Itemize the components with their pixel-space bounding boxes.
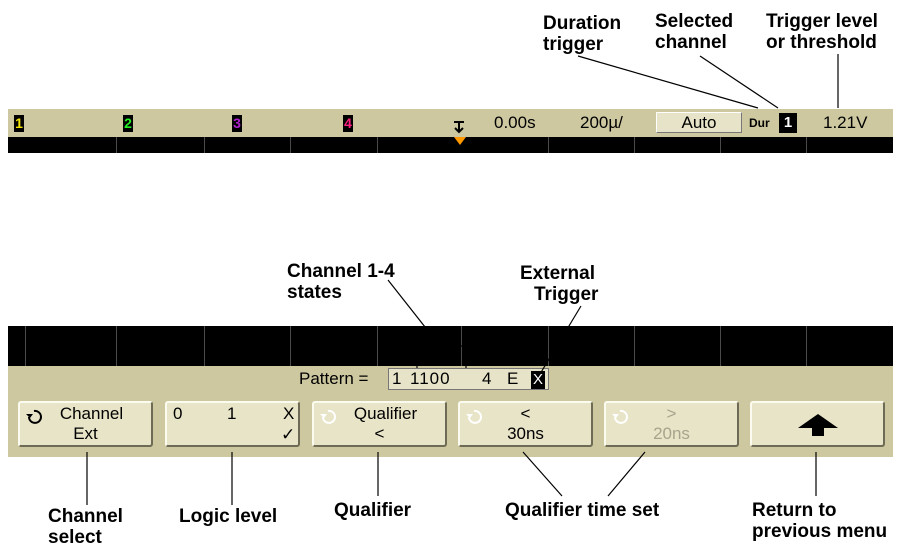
grid-line: [377, 137, 378, 153]
callout-line: states: [287, 282, 342, 303]
callout-logic-level: Logic level: [179, 506, 277, 527]
callout-line: Trigger level: [766, 11, 878, 32]
grid-line: [377, 326, 378, 366]
selected-channel: 1: [779, 113, 797, 133]
grid-line: [461, 326, 462, 366]
callout-line: Logic level: [179, 506, 278, 527]
greater-than-time-softkey: > 20ns: [604, 401, 739, 447]
callout-external-trigger: External Trigger: [520, 263, 598, 305]
callout-line: or threshold: [766, 32, 877, 53]
callout-line: Channel 1-4: [287, 261, 395, 282]
callout-line: Selected: [655, 11, 734, 32]
trigger-marker-icon: [454, 137, 466, 145]
callout-line: Return to: [752, 500, 837, 521]
rotate-knob-icon: [612, 409, 628, 424]
waveform-display: [8, 326, 893, 366]
rotate-knob-icon: [466, 409, 482, 424]
grid-line: [548, 326, 549, 366]
grid-line: [204, 326, 205, 366]
qualifier-softkey-value: <: [374, 424, 385, 443]
greater-than-symbol: >: [666, 404, 677, 423]
grid-line: [720, 326, 721, 366]
callout-line: Qualifier time set: [505, 500, 660, 521]
callout-line: previous menu: [752, 521, 888, 542]
pattern-channel-4: 4: [482, 369, 492, 388]
grid-line: [290, 326, 291, 366]
pattern-display: [388, 368, 549, 390]
callout-line: Qualifier: [334, 500, 412, 521]
channel-softkey[interactable]: Channel Ext: [18, 401, 153, 447]
callout-trigger-level: Trigger level or threshold: [766, 11, 878, 53]
less-than-time-value: 30ns: [507, 424, 544, 443]
pattern-external: E: [507, 369, 519, 388]
grid-line: [204, 137, 205, 153]
channel-softkey-value: Ext: [73, 424, 98, 443]
trigger-level-value: 1.21V: [823, 113, 868, 132]
grid-line: [548, 137, 549, 153]
callout-duration-trigger: Duration trigger: [543, 13, 621, 55]
checkmark-icon: ✓: [281, 425, 296, 445]
status-bar: 1 2 3 4 0.00s 200µ/ Auto Dur 1 1.21V: [8, 109, 893, 137]
greater-than-time-value: 20ns: [653, 424, 690, 443]
logic-level-softkey[interactable]: 0 1 X ✓: [165, 401, 300, 447]
callout-channel-select: Channel select: [48, 506, 123, 548]
callout-line: Channel: [48, 506, 123, 527]
channel-4-indicator[interactable]: 4: [343, 115, 353, 132]
rotate-knob-icon: [320, 409, 336, 424]
pattern-channels-2-4: 1100: [410, 369, 451, 388]
grid-line: [116, 326, 117, 366]
callout-line: trigger: [543, 34, 604, 55]
logic-one: 1: [227, 404, 237, 423]
grid-line: [634, 137, 635, 153]
callout-line: channel: [655, 32, 727, 53]
logic-zero: 0: [173, 404, 183, 423]
trigger-position-icon: [454, 121, 464, 134]
callout-line: Trigger: [534, 284, 599, 305]
grid-line: [25, 326, 26, 366]
channel-3-indicator[interactable]: 3: [232, 115, 242, 132]
grid-line: [116, 137, 117, 153]
qualifier-softkey-title: Qualifier: [353, 404, 418, 423]
callout-qualifier: Qualifier: [334, 500, 411, 521]
callout-qualifier-time-set: Qualifier time set: [505, 500, 659, 521]
grid-line: [806, 326, 807, 366]
logic-dontcare: X: [283, 404, 295, 423]
grid-line: [806, 137, 807, 153]
less-than-time-softkey[interactable]: < 30ns: [458, 401, 593, 447]
callout-line: External: [520, 263, 595, 284]
delay-value: 0.00s: [494, 113, 536, 132]
channel-softkey-title: Channel: [59, 404, 124, 423]
callout-return-previous: Return to previous menu: [752, 500, 887, 542]
callout-line: select: [48, 527, 102, 548]
pattern-label: Pattern =: [299, 369, 369, 388]
pattern-external-state: X: [531, 371, 545, 389]
less-than-symbol: <: [520, 404, 531, 423]
time-per-div: 200µ/: [580, 113, 623, 132]
qualifier-softkey[interactable]: Qualifier <: [312, 401, 447, 447]
waveform-grid-strip: [8, 137, 893, 153]
callout-line: Duration: [543, 13, 622, 34]
callout-channel-states: Channel 1-4 states: [287, 261, 395, 303]
softkey-menu: Channel Ext 0 1 X ✓ Qualifier < < 30ns >…: [8, 394, 893, 457]
grid-line: [290, 137, 291, 153]
callout-selected-channel: Selected channel: [655, 11, 733, 53]
return-previous-menu-button[interactable]: [750, 401, 885, 447]
rotate-knob-icon: [26, 409, 42, 424]
channel-2-indicator[interactable]: 2: [123, 115, 133, 132]
grid-line: [634, 326, 635, 366]
channel-1-indicator[interactable]: 1: [14, 115, 24, 132]
up-arrow-icon: [798, 414, 838, 436]
trigger-type: Dur: [749, 116, 770, 130]
pattern-channel-1: 1: [392, 369, 402, 388]
pattern-row: Pattern = 1 1100 4 E X: [8, 366, 893, 394]
grid-line: [720, 137, 721, 153]
trigger-mode[interactable]: Auto: [656, 112, 742, 133]
